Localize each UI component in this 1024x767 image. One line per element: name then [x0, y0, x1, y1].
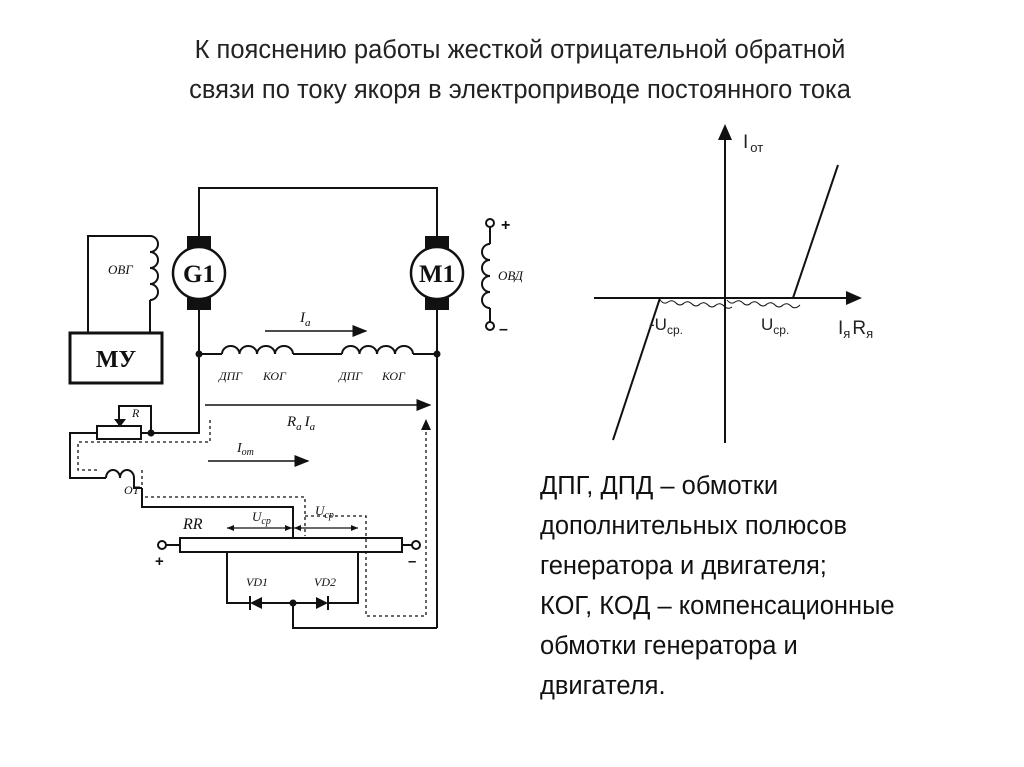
vd2-label: VD2: [314, 575, 336, 589]
ot-label: ОТ: [124, 483, 141, 497]
motor-m1: M1: [409, 236, 465, 310]
ucp-right-label: Ucp: [315, 503, 334, 521]
pos-ucp-label: Uср.: [761, 315, 789, 337]
motor-field-winding: [481, 218, 495, 331]
generator-field-circuit: [68, 235, 164, 385]
legend-line-4: КОГ, КОД – компенсационные: [540, 592, 895, 620]
rr-label: RR: [182, 516, 203, 533]
neg-ucp-label: -Uср.: [649, 315, 683, 337]
title-line-1: К пояснению работы жесткой отрицательной…: [194, 36, 846, 64]
diode-vd2: [316, 596, 329, 610]
rr-plus-terminal: +: [155, 553, 164, 570]
ovd-label: ОВД: [498, 268, 524, 283]
legend-line-1: ДПГ, ДПД – обмотки: [540, 472, 779, 500]
diode-vd1: [249, 596, 262, 610]
dpg-label-1: ДПГ: [218, 369, 243, 383]
x-axis-arrowhead: [846, 291, 862, 305]
legend-line-6: двигателя.: [540, 672, 666, 700]
r-label: R: [131, 406, 140, 420]
armature-windings: [221, 345, 414, 355]
field-minus-terminal: –: [499, 321, 508, 338]
legend-line-3: генератора и двигателя;: [540, 552, 827, 580]
vd1-label: VD1: [246, 575, 268, 589]
slide-title: К пояснению работы жесткой отрицательной…: [0, 30, 1024, 110]
armature-loop: [198, 187, 438, 628]
iot-label: Iom: [236, 441, 254, 458]
legend-line-2: дополнительных полюсов: [540, 512, 848, 540]
generator-g1: G1: [171, 236, 227, 310]
legend-line-5: обмотки генератора и: [540, 632, 798, 660]
legend-text: ДПГ, ДПД – обмотки дополнительных полюсо…: [540, 466, 1010, 706]
generator-label: G1: [183, 261, 215, 288]
kog-label-1: КОГ: [262, 369, 287, 383]
feedback-current-path: [77, 420, 427, 617]
feedback-characteristic-line: [612, 164, 839, 441]
dpg-label-2: ДПГ: [338, 369, 363, 383]
field-plus-terminal: +: [501, 217, 510, 234]
characteristic-graph: [594, 124, 862, 443]
title-line-2: связи по току якоря в электроприводе пос…: [189, 76, 851, 104]
ia-label: Ia: [299, 310, 311, 329]
ovg-label: ОВГ: [108, 262, 133, 277]
rr-resistor: [179, 537, 403, 553]
rr-minus-terminal: –: [408, 553, 416, 570]
kog-label-2: КОГ: [381, 369, 406, 383]
mu-label: МУ: [96, 347, 137, 373]
y-axis-arrowhead: [718, 124, 732, 140]
ucp-left-label: Ucp: [252, 509, 271, 527]
motor-label: M1: [419, 261, 455, 288]
